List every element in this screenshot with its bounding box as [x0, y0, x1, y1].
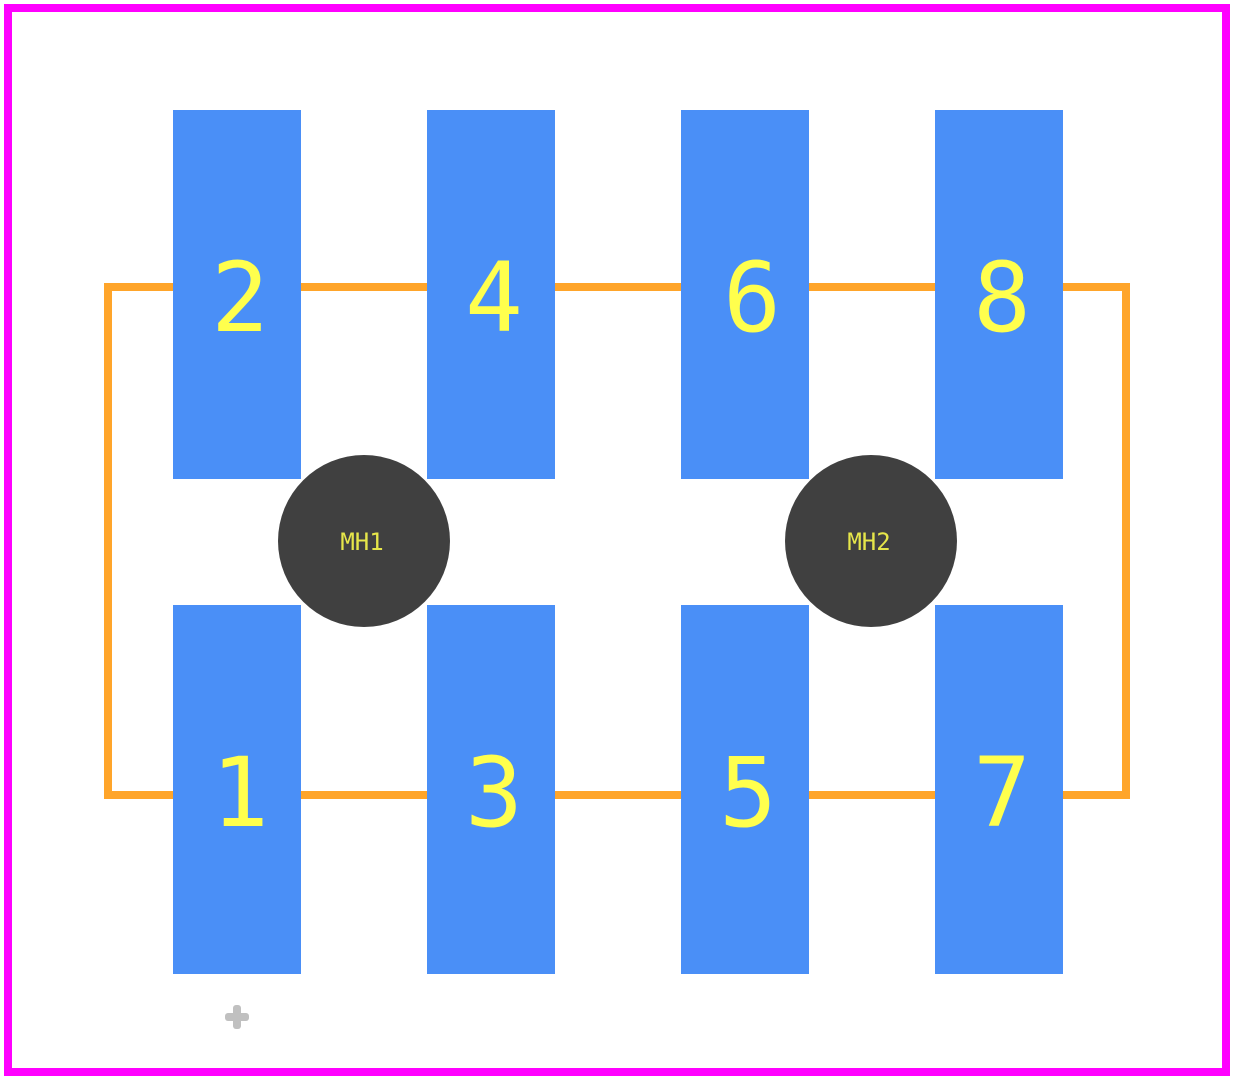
pad-8-copper	[935, 110, 1063, 479]
pad-3-label: 3	[465, 737, 523, 849]
pad-3-copper	[427, 605, 555, 974]
pad-7[interactable]: 7	[935, 605, 1063, 974]
pad-6-label: 6	[723, 242, 781, 354]
pad-3[interactable]: 3	[427, 605, 555, 974]
pad-2-label: 2	[211, 242, 269, 354]
pad-2[interactable]: 2	[173, 110, 301, 479]
mounting-hole-mh1-label: MH1	[340, 528, 383, 556]
pad-4-copper	[427, 110, 555, 479]
pad-1[interactable]: 1	[173, 605, 301, 974]
pad-6[interactable]: 6	[681, 110, 809, 479]
pad-1-label: 1	[211, 737, 269, 849]
pad-8-label: 8	[973, 242, 1031, 354]
pad-6-copper	[681, 110, 809, 479]
pad-5-label: 5	[719, 737, 777, 849]
origin-marker-icon	[225, 1005, 249, 1029]
pad-5-copper	[681, 605, 809, 974]
pad-4-label: 4	[465, 242, 523, 354]
mounting-hole-mh1-drill	[278, 455, 450, 627]
pad-1-copper	[173, 605, 301, 974]
courtyard-outline	[4, 4, 1230, 1076]
pad-4[interactable]: 4	[427, 110, 555, 479]
silkscreen-outline	[104, 283, 1130, 799]
pad-7-copper	[935, 605, 1063, 974]
pad-5[interactable]: 5	[681, 605, 809, 974]
mounting-hole-mh2-label: MH2	[847, 528, 890, 556]
mounting-hole-mh2-drill	[785, 455, 957, 627]
mounting-hole-mh1[interactable]: MH1	[278, 455, 450, 627]
mounting-hole-mh2[interactable]: MH2	[785, 455, 957, 627]
pad-8[interactable]: 8	[935, 110, 1063, 479]
pad-7-label: 7	[973, 737, 1031, 849]
pad-2-copper	[173, 110, 301, 479]
